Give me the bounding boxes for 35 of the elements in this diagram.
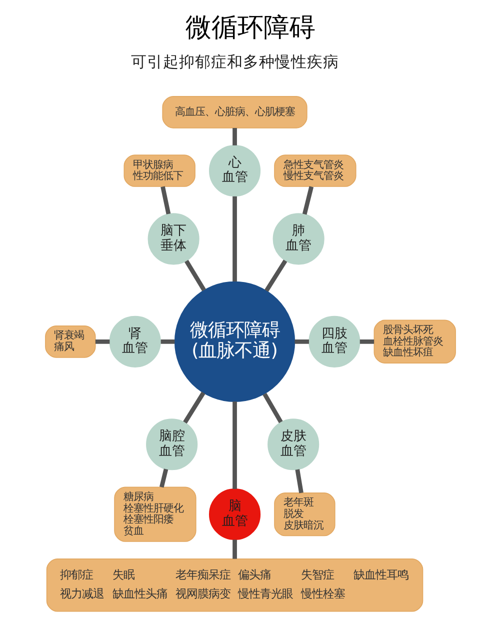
node-box: 急性支气管炎 慢性支气管炎: [274, 154, 356, 187]
connector: [184, 260, 206, 292]
node-circle: 肾血管: [108, 316, 160, 368]
connector: [232, 402, 236, 489]
connector: [262, 392, 282, 424]
node-box: 肾衰竭 痛风: [44, 325, 96, 358]
node-circle: 微循环障碍 (血脉不通): [174, 281, 295, 402]
connector: [232, 196, 236, 282]
connector: [232, 540, 236, 559]
node-circle: 皮肤血管: [267, 418, 319, 470]
connector: [359, 339, 374, 344]
node-box: 抑郁症 失眠 老年痴呆症 偏头痛 失智症 缺血性耳鸣 视力减退 缺血性头痛 视网膜病变 慢性青光眼 慢性栓塞: [46, 558, 423, 612]
node-box: 糖尿病 栓塞性肝硬化 栓塞性阳痿 贫血: [114, 486, 196, 542]
node-circle: 心血管: [208, 144, 260, 197]
connector: [294, 469, 303, 494]
node-circle: 脑腔血管: [146, 418, 198, 470]
node-box: 甲状腺病 性功能低下: [123, 154, 195, 187]
connector: [182, 392, 205, 424]
connector: [158, 468, 168, 488]
connector: [232, 128, 236, 146]
connector: [294, 339, 308, 344]
node-circle: 四肢血管: [308, 316, 360, 368]
diagram-title: 微循环障碍: [185, 13, 315, 44]
node-box: 老年斑 脱发 皮肤暗沉: [274, 492, 335, 536]
node-circle: 脑血管: [208, 488, 260, 540]
node-box: 股骨头坏死 血栓性脉管炎 缺血性坏疽: [373, 320, 456, 364]
node-circle: 脑下垂体: [147, 213, 199, 265]
connector: [264, 260, 287, 292]
connector: [160, 339, 174, 344]
node-circle: 肺血管: [272, 213, 324, 265]
connector: [160, 186, 170, 214]
label: 可引起抑郁症和多种慢性疾病: [130, 52, 338, 72]
connector: [94, 339, 110, 344]
node-box: 高血压、心脏病、心肌梗塞: [162, 96, 307, 128]
connector: [302, 186, 314, 215]
